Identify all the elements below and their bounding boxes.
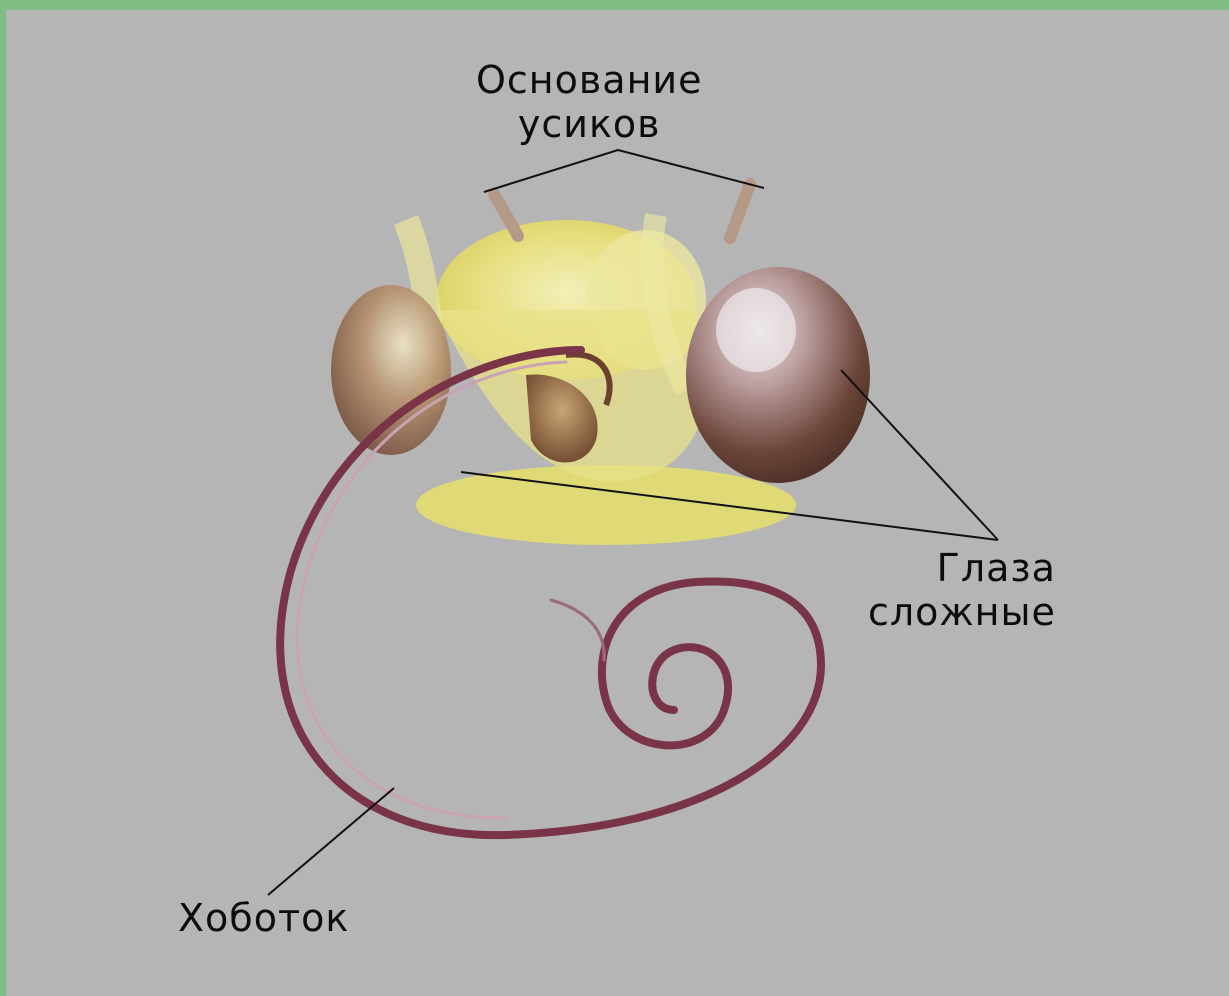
label-antennae-base-line1: Основание (476, 58, 703, 102)
label-compound-eyes-line2: сложные (868, 590, 1056, 634)
label-proboscis-line1: Хоботок (178, 896, 349, 940)
compound-eye-left (331, 285, 451, 455)
label-compound-eyes: Глаза сложные (868, 546, 1056, 634)
label-antennae-base: Основание усиков (476, 58, 703, 146)
leader-eye-right (841, 370, 998, 540)
leader-antennae (484, 150, 764, 192)
label-proboscis: Хоботок (178, 896, 349, 940)
compound-eye-right (686, 267, 870, 483)
label-compound-eyes-line1: Глаза (868, 546, 1056, 590)
diagram-panel: Основание усиков Глаза сложные Хоботок (6, 10, 1229, 996)
leader-proboscis (268, 788, 394, 895)
insect-head-illustration (6, 10, 1229, 996)
label-antennae-base-line2: усиков (476, 102, 703, 146)
